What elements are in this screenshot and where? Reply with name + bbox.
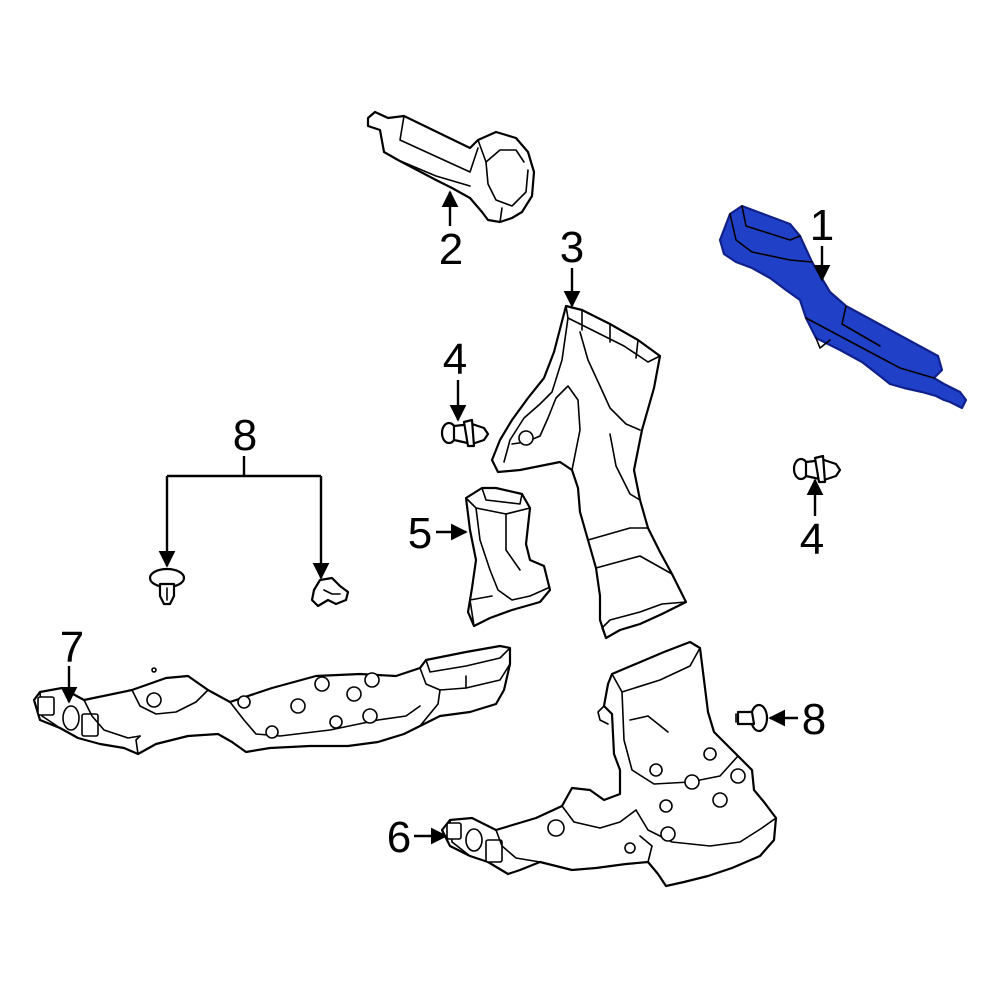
part-7-rear-duct[interactable] <box>32 644 512 756</box>
part-8-clip-pushpin[interactable] <box>148 567 186 606</box>
part-5-duct[interactable] <box>464 486 552 628</box>
part-4-clip-left[interactable] <box>440 418 490 448</box>
callout-6: 6 <box>387 813 411 862</box>
callout-4-right: 4 <box>800 515 824 564</box>
part-8-clip-right[interactable] <box>735 703 769 733</box>
callout-7: 7 <box>60 623 84 672</box>
part-1-duct-highlighted[interactable] <box>718 204 968 410</box>
callout-8-top: 8 <box>233 411 257 460</box>
callout-1: 1 <box>810 201 834 250</box>
callout-5: 5 <box>408 509 432 558</box>
part-8-clip-grommet[interactable] <box>310 576 350 608</box>
part-3-duct[interactable] <box>490 304 688 640</box>
part-4-clip-right[interactable] <box>792 454 842 484</box>
callout-2: 2 <box>439 225 463 274</box>
callout-8-right: 8 <box>802 695 826 744</box>
part-2-duct[interactable] <box>366 110 536 224</box>
callout-3: 3 <box>560 223 584 272</box>
callout-4-left: 4 <box>443 335 467 384</box>
part-6-front-duct[interactable] <box>440 640 778 888</box>
leader-8-bracket <box>158 456 330 580</box>
